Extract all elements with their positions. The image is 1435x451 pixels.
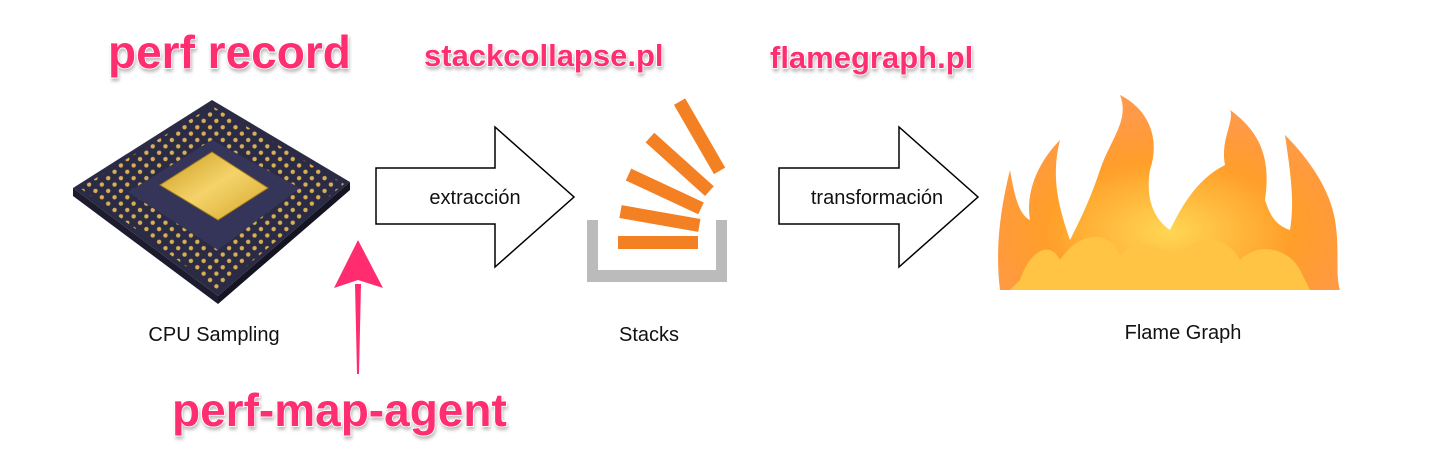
extraction-arrow <box>375 125 576 269</box>
perf-map-agent-label: perf-map-agent <box>172 384 507 436</box>
up-arrow-icon <box>334 240 383 374</box>
perf-record-label: perf record <box>108 26 351 78</box>
cpu-sampling-label: CPU Sampling <box>148 324 279 346</box>
stacks-label: Stacks <box>619 324 679 346</box>
flame-icon <box>998 95 1340 290</box>
flamegraph-label: flamegraph.pl <box>770 40 973 75</box>
transformation-label: transformación <box>811 187 943 209</box>
cpu-chip-icon <box>73 100 350 304</box>
stacks-icon <box>587 98 727 282</box>
transformation-arrow <box>778 125 980 269</box>
extraction-label: extracción <box>429 187 520 209</box>
stackcollapse-label: stackcollapse.pl <box>424 38 664 73</box>
flame-graph-label: Flame Graph <box>1125 322 1242 344</box>
